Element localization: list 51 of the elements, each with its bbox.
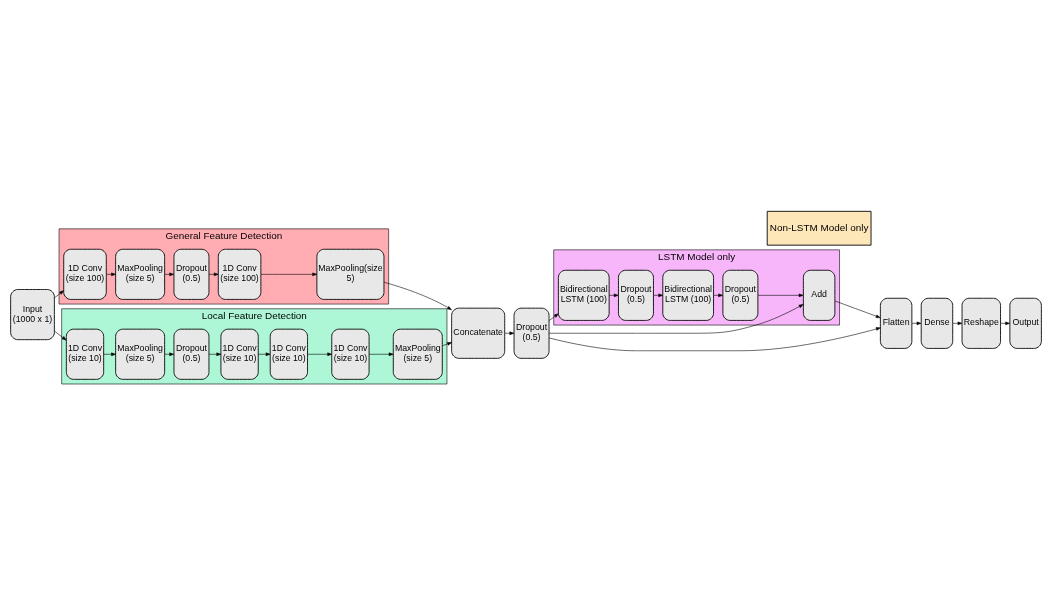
arrow <box>258 352 271 356</box>
arrow <box>307 352 333 356</box>
arrow <box>608 293 619 297</box>
arrow <box>368 352 394 356</box>
node-box: MaxPooling (size 5) <box>115 248 166 300</box>
arrow <box>504 331 515 335</box>
arrow <box>653 293 664 297</box>
arrow <box>54 289 64 298</box>
arrow <box>208 272 219 276</box>
arrow <box>713 293 723 297</box>
arrow <box>548 326 881 351</box>
arrow <box>383 281 452 310</box>
node-box: 1D Conv (size 100) <box>217 248 262 300</box>
arrow <box>54 330 67 340</box>
node-box: Bidirectional LSTM (100) <box>557 269 610 321</box>
node-box: Dropout (0.5) <box>513 307 550 359</box>
node-box: Dropout (0.5) <box>618 269 654 321</box>
arrow <box>548 313 559 321</box>
node-box: Reshape <box>961 297 1001 349</box>
node-box: MaxPooling (size 5) <box>392 328 443 380</box>
arrow <box>757 293 804 297</box>
node-box: Concatenate <box>451 307 506 359</box>
node-box: 1D Conv (size 100) <box>63 248 107 300</box>
node-box: Dropout (0.5) <box>173 248 210 300</box>
node-box: 1D Conv (size 10) <box>220 328 259 380</box>
node-box: 1D Conv (size 10) <box>65 328 105 380</box>
node-box: MaxPooling (size 5) <box>115 328 166 380</box>
arrow <box>106 272 116 276</box>
node-box: Output <box>1009 297 1042 349</box>
arrow <box>260 272 318 276</box>
arrow <box>164 352 174 356</box>
node-box: Dropout (0.5) <box>722 269 759 321</box>
arrow <box>548 303 804 334</box>
node-box: Non-LSTM Model only <box>766 210 872 246</box>
arrow <box>911 321 922 325</box>
node-box: 1D Conv (size 10) <box>331 328 370 380</box>
arrow <box>442 341 452 346</box>
node-box: Dropout (0.5) <box>173 328 210 380</box>
arrow <box>952 321 963 325</box>
arrow <box>164 272 174 276</box>
node-box: Bidirectional LSTM (100) <box>662 269 714 321</box>
arrow <box>834 300 881 318</box>
arrow <box>103 352 116 356</box>
node-box: Add <box>802 269 836 321</box>
arrow <box>1000 321 1010 325</box>
node-box: Flatten <box>879 297 913 349</box>
node-box: 1D Conv (size 10) <box>269 328 308 380</box>
node-box: Input (1000 x 1) <box>10 288 55 340</box>
arrow <box>208 352 222 356</box>
node-box: MaxPooling(size 5) <box>316 248 385 300</box>
node-box: Dense <box>920 297 954 349</box>
